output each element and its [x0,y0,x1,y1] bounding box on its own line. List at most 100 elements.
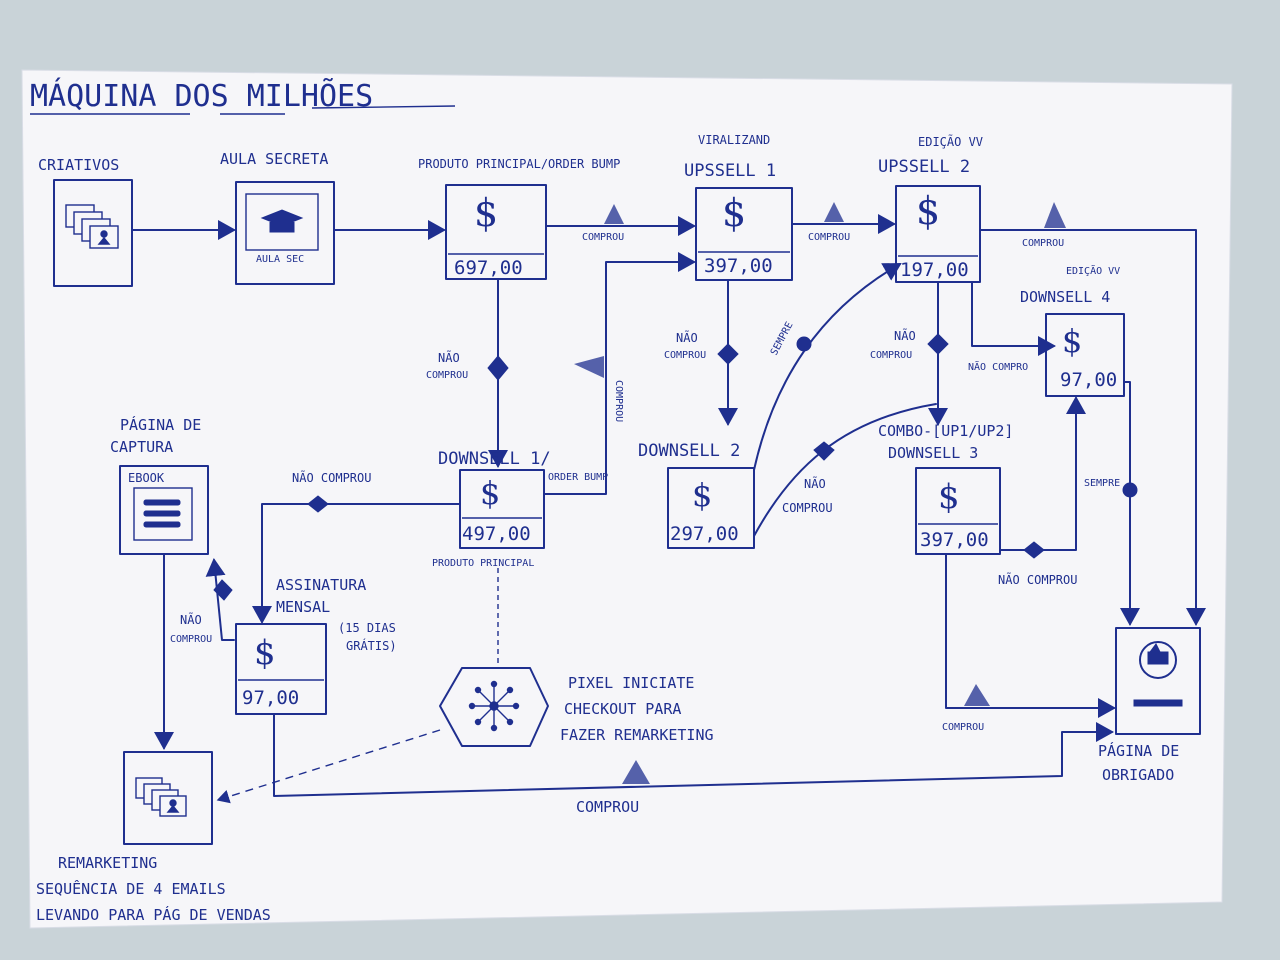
downsell3-box [915,467,1001,555]
dollar-icon: $ [722,191,746,235]
edge-pixel-remarketing [216,729,441,804]
dollar-icon: $ [480,474,500,512]
produto-price: 697,00 [454,257,523,279]
upsell1-tag: VIRALIZAND [698,133,770,147]
remarketing-label-3: LEVANDO PARA PÁG DE VENDAS [36,905,271,924]
creatives-icon [135,777,187,817]
nao-comprou-diamond-icon [927,333,949,355]
sempre-dot-icon [1122,482,1138,498]
thumbs-up-icon [1139,641,1177,679]
assinatura-2: MENSAL [276,598,330,616]
creatives-icon [65,204,119,249]
aula-sec-inner: AULA SEC [256,254,304,265]
edge-downsell3-obrigado [945,553,1116,718]
obrigado-label-1: PÁGINA DE [1098,741,1179,760]
comprou-vertical-label: COMPROU [613,380,624,422]
aula-secreta-label: AULA SECRETA [220,150,328,168]
graduation-cap-icon [260,209,304,233]
nao-comprou-ds2-2: COMPROU [782,501,833,515]
nao-comprou-ds2-1: NÃO [804,476,826,491]
upsell1-box [695,187,793,281]
upsell2-tag: EDIÇÃO VV [918,134,983,149]
title-underline [30,105,456,115]
aula-secreta-box [235,181,335,285]
nao-comprou-diamond-icon [307,495,329,513]
comprou-triangle-icon [604,204,624,224]
comprou-triangle-icon [1044,202,1066,228]
upsell1-title: UPSSELL 1 [684,161,776,181]
nao-comprou-ass-2: COMPROU [170,634,212,645]
upsell2-title: UPSSELL 2 [878,157,970,177]
dollar-icon: $ [474,191,498,235]
produto-principal-header: PRODUTO PRINCIPAL/ORDER BUMP [418,157,620,171]
nao-comprou-diamond-icon [487,355,509,381]
dollar-icon: $ [916,189,940,233]
ebook-icon [133,487,193,541]
aula-screen [245,193,319,251]
downsell1-sub: PRODUTO PRINCIPAL [432,558,534,569]
downsell2-price: 297,00 [670,523,739,545]
pixel-label-2: CHECKOUT PARA [564,700,681,718]
comprou-label-3: COMPROU [1022,238,1064,249]
criativos-box [53,179,133,287]
comprou-bottom-label: COMPROU [576,798,639,816]
nao-comprou-ass-1: NÃO [180,612,202,627]
comprou-label-2: COMPROU [808,232,850,243]
edge-downsell4-obrigado [1120,381,1140,626]
assinatura-box [235,623,327,715]
sempre-dot-icon [796,336,812,352]
comprou-triangle-icon [824,202,844,222]
nao-comprou-up2-2: COMPROU [870,350,912,361]
remarketing-label-2: SEQUÊNCIA DE 4 EMAILS [36,879,226,898]
downsell2-title: DOWNSELL 2 [638,441,740,461]
sempre-label-2: SEMPRE [1084,478,1120,489]
downsell1-orderbump: ORDER BUMP [548,472,608,483]
assinatura-4: GRÁTIS) [346,638,397,653]
obrigado-box [1115,627,1201,735]
pixel-hexagon [439,667,549,747]
remarketing-box [123,751,213,845]
nao-comprou-up1-1: NÃO [676,330,698,345]
downsell1-title: DOWNSELL 1/ [438,449,551,469]
edge-downsell1-assinatura [252,503,461,624]
comprou-label-1: COMPROU [582,232,624,243]
assinatura-price: 97,00 [242,687,299,709]
captura-title-2: CAPTURA [110,438,173,456]
obrigado-bar [1133,699,1183,707]
dollar-icon: $ [692,476,712,514]
comprou-triangle-icon [574,356,604,378]
nao-comprou-up1-2: COMPROU [664,350,706,361]
downsell1-price: 497,00 [462,523,531,545]
downsell3-price: 397,00 [920,529,989,551]
comprou-triangle-icon [964,684,990,706]
pixel-label-3: FAZER REMARKETING [560,726,714,744]
downsell2-box [667,467,755,549]
pixel-label-1: PIXEL INICIATE [568,674,694,692]
produto-principal-box [445,184,547,280]
downsell1-box [459,469,545,549]
captura-title-1: PÁGINA DE [120,415,201,434]
nao-comprou-up2-1: NÃO [894,328,916,343]
dollar-icon: $ [938,477,960,517]
nao-comprou-ds3-label: NÃO COMPROU [998,572,1077,587]
nao-comprou-pp-2: COMPROU [426,370,468,381]
nao-comprou-diamond-icon [1023,541,1045,559]
remarketing-label-1: REMARKETING [58,854,157,872]
edge-upsell2-obrigado [979,229,1206,626]
nao-comprou-diamond-icon [717,343,739,365]
nao-comprou-diamond-icon [813,441,835,461]
dollar-icon: $ [254,633,276,673]
edge-upsell2-downsell4 [971,281,1056,356]
obrigado-label-2: OBRIGADO [1102,766,1174,784]
comprou-triangle-icon [622,760,650,784]
edge-downsell1-upsell1 [543,252,696,495]
network-node-icon [468,680,520,732]
upsell1-price: 397,00 [704,255,773,277]
assinatura-3: (15 DIAS [338,621,396,635]
criativos-label: CRIATIVOS [38,156,119,174]
comprou-ds3-label: COMPROU [942,722,984,733]
ebook-label: EBOOK [128,471,165,485]
downsell4-tag: EDIÇÃO VV [1066,264,1120,277]
dollar-icon: $ [1062,322,1082,360]
